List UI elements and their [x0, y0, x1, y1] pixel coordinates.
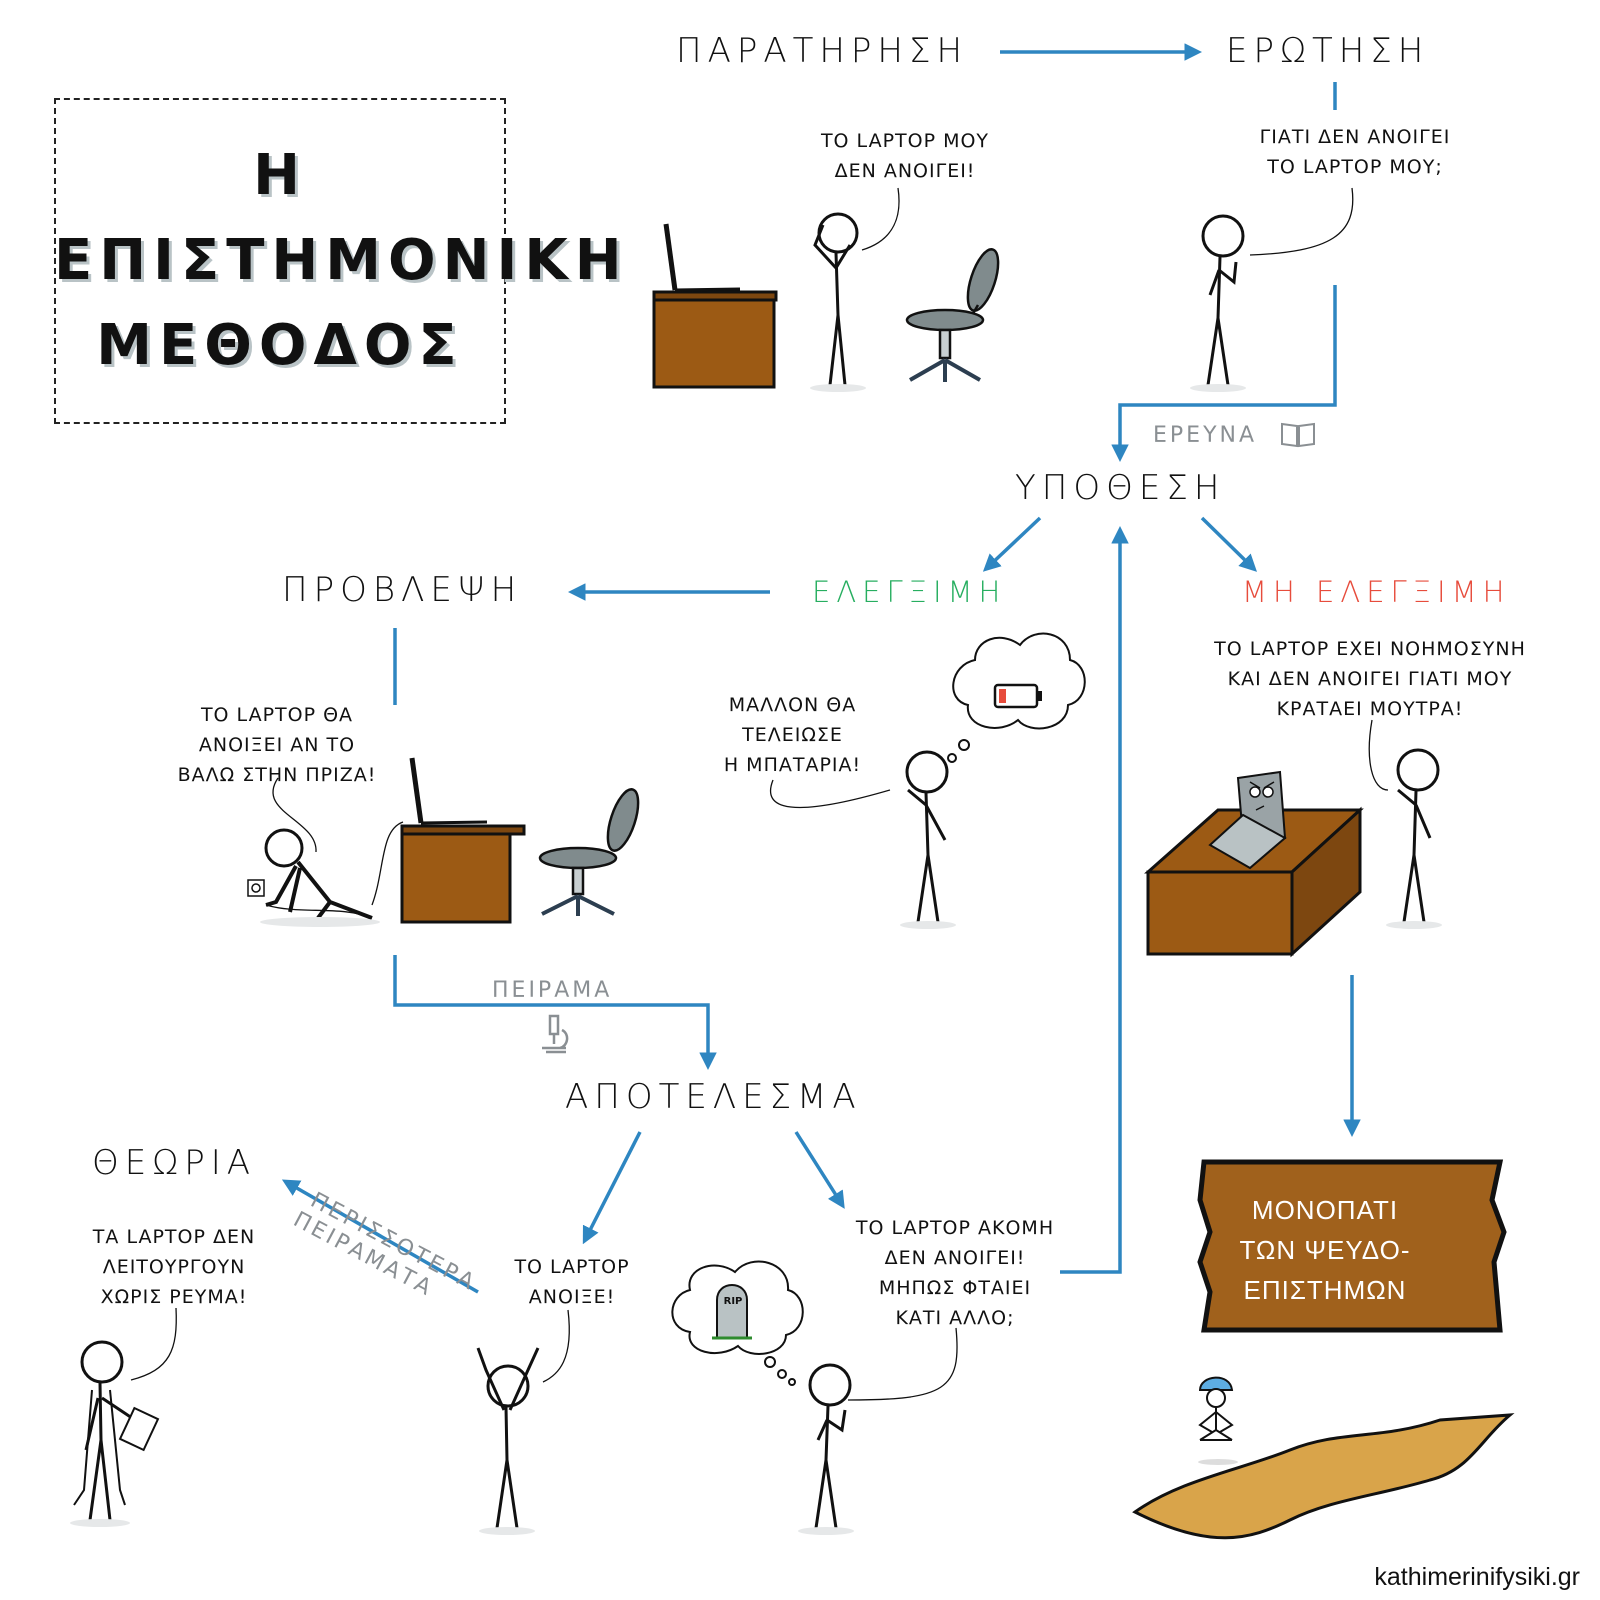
- thought-cloud: [938, 632, 1086, 772]
- speech-line: ΤΟ LAPTOP: [514, 1256, 630, 1278]
- arrow-failure-hypothesis: [1060, 526, 1129, 1274]
- pseudoscience-sign: [1197, 1159, 1507, 1333]
- testable-person: [905, 750, 949, 923]
- microscope-icon: [536, 1012, 572, 1056]
- speech-testable: ΜΑΛΛΟΝ ΘΑ ΤΕΛΕΙΩΣΕ Η ΜΠΑΤΑΡΙΑ!: [700, 690, 885, 780]
- failure-person: [808, 1363, 852, 1529]
- speech-line: ΤΟ LAPTOP ΘΑ: [200, 704, 354, 726]
- speech-line: ΤΟ LAPTOP ΜΟΥ: [820, 130, 990, 152]
- stage-observation: ΠΑΡΑΤΗΡΗΣΗ: [676, 31, 969, 71]
- branch-untestable: ΜΗ ΕΛΕΓΞΙΜΗ: [1242, 575, 1511, 609]
- speech-line: ΓΙΑΤΙ ΔΕΝ ΑΝΟΙΓΕΙ: [1259, 126, 1451, 148]
- speech-line: ΚΡΑΤΑΕΙ ΜΟΥΤΡΑ!: [1276, 698, 1464, 720]
- angry-laptop-desk: [1144, 770, 1364, 958]
- arrow-result-success: [582, 1131, 642, 1245]
- site-credit: kathimerinifysiki.gr: [1374, 1563, 1580, 1591]
- flow-arrows: [281, 43, 1361, 1294]
- arrow-hypothesis-testable: [982, 516, 1042, 572]
- speech-line: ΜΗΠΩΣ ΦΤΑΙΕΙ: [878, 1277, 1032, 1299]
- speech-prediction: ΤΟ LAPTOP ΘΑ ΑΝΟΙΞΕΙ ΑΝ ΤΟ ΒΑΛΩ ΣΤΗΝ ΠΡΙ…: [142, 700, 412, 790]
- sign-line: ΤΩΝ ΨΕΥΔΟ-: [1239, 1235, 1411, 1265]
- speech-line: ΚΑΙ ΔΕΝ ΑΝΟΙΓΕΙ ΓΙΑΤΙ ΜΟΥ: [1227, 668, 1513, 690]
- speech-line: ΤΑ LAPTOP ΔΕΝ: [92, 1226, 256, 1248]
- speech-line: ΚΑΤΙ ΑΛΛΟ;: [895, 1307, 1015, 1329]
- speech-line: ΤΟ LAPTOP ΜΟΥ;: [1267, 156, 1443, 178]
- arrow-question-hypothesis: [1111, 285, 1337, 462]
- speech-line: ΒΑΛΩ ΣΤΗΝ ΠΡΙΖΑ!: [177, 764, 377, 786]
- prediction-desk: [400, 757, 526, 924]
- speech-observation: ΤΟ LAPTOP ΜΟΥ ΔΕΝ ΑΝΟΙΓΕΙ!: [770, 126, 1040, 186]
- title-line-2: ΕΠΙΣΤΗΜΟΝΙΚΗ: [54, 228, 629, 293]
- step-experiment: ΠΕΙΡΑΜΑ: [492, 978, 613, 1003]
- office-chair: [905, 248, 1000, 382]
- clipboard-icon: [118, 1406, 160, 1452]
- speech-line: ΜΑΛΛΟΝ ΘΑ: [728, 694, 857, 716]
- prediction-chair: [538, 788, 640, 916]
- speech-line: ΤΟ LAPTOP ΕΧΕΙ ΝΟΗΜΟΣΥΝΗ: [1214, 638, 1526, 660]
- speech-question: ΓΙΑΤΙ ΔΕΝ ΑΝΟΙΓΕΙ ΤΟ LAPTOP ΜΟΥ;: [1205, 122, 1505, 182]
- title-line-3: ΜΕΘΟΔΟΣ: [96, 313, 464, 378]
- step-research: ΕΡΕΥΝΑ: [1153, 423, 1258, 448]
- power-cable: [371, 821, 404, 906]
- question-person: [1201, 214, 1245, 386]
- book-icon: [1280, 420, 1316, 448]
- speech-line: ΛΕΙΤΟΥΡΓΟΥΝ: [102, 1256, 246, 1278]
- tombstone-icon: [712, 1284, 752, 1340]
- pseudoscience-sign-text: ΜΟΝΟΠΑΤΙ ΤΩΝ ΨΕΥΔΟ- ΕΠΙΣΤΗΜΩΝ: [1200, 1190, 1450, 1310]
- speech-line: ΧΩΡΙΣ ΡΕΥΜΑ!: [100, 1286, 248, 1308]
- meditating-guru: [1198, 1376, 1238, 1465]
- kneeling-person: [264, 828, 373, 920]
- speech-untestable: ΤΟ LAPTOP ΕΧΕΙ ΝΟΗΜΟΣΥΝΗ ΚΑΙ ΔΕΝ ΑΝΟΙΓΕΙ…: [1180, 634, 1560, 724]
- speech-theory: ΤΑ LAPTOP ΔΕΝ ΛΕΙΤΟΥΡΓΟΥΝ ΧΩΡΙΣ ΡΕΥΜΑ!: [64, 1222, 284, 1312]
- stage-hypothesis: ΥΠΟΘΕΣΗ: [1015, 468, 1226, 508]
- speech-line: ΤΕΛΕΙΩΣΕ: [742, 724, 843, 746]
- untestable-person: [1396, 748, 1440, 923]
- speech-line: ΑΝΟΙΞΕΙ ΑΝ ΤΟ: [198, 734, 356, 756]
- observation-desk: [652, 223, 778, 389]
- sign-line: ΕΠΙΣΤΗΜΩΝ: [1243, 1275, 1407, 1305]
- speech-success: ΤΟ LAPTOP ΑΝΟΙΞΕ!: [487, 1252, 657, 1312]
- speech-line: ΔΕΝ ΑΝΟΙΓΕΙ!: [884, 1247, 1026, 1269]
- pseudoscience-path: [1132, 1413, 1515, 1540]
- stage-theory: ΘΕΩΡΙΑ: [92, 1143, 257, 1183]
- arrow-result-failure: [794, 1131, 845, 1209]
- ground-shadows: [70, 384, 1442, 1535]
- observation-person: [813, 212, 859, 386]
- arrow-success-theory: [281, 1179, 479, 1294]
- stage-result: ΑΠΟΤΕΛΕΣΜΑ: [565, 1077, 862, 1117]
- branch-testable: ΕΛΕΓΞΙΜΗ: [812, 575, 1007, 609]
- speech-failure: ΤΟ LAPTOP ΑΚΟΜΗ ΔΕΝ ΑΝΟΙΓΕΙ! ΜΗΠΩΣ ΦΤΑΙΕ…: [840, 1213, 1070, 1333]
- speech-line: Η ΜΠΑΤΑΡΙΑ!: [723, 754, 862, 776]
- cheering-person: [476, 1347, 540, 1529]
- speech-line: ΤΟ LAPTOP ΑΚΟΜΗ: [855, 1217, 1055, 1239]
- arrow-hypothesis-untestable: [1200, 516, 1257, 572]
- low-battery-icon: [993, 683, 1042, 709]
- speech-line: ΔΕΝ ΑΝΟΙΓΕΙ!: [834, 160, 976, 182]
- title-line-1: Η: [253, 143, 307, 208]
- sign-line: ΜΟΝΟΠΑΤΙ: [1251, 1195, 1399, 1225]
- stage-prediction: ΠΡΟΒΛΕΨΗ: [282, 570, 523, 610]
- speech-line: ΑΝΟΙΞΕ!: [528, 1286, 616, 1308]
- power-outlet-icon: [247, 879, 265, 897]
- speech-tails: [130, 187, 1389, 1401]
- stage-question: ΕΡΩΤΗΣΗ: [1226, 31, 1430, 71]
- arrow-prediction-result: [393, 955, 717, 1070]
- title-frame: [54, 98, 506, 424]
- tombstone-text: RIP: [723, 1296, 743, 1307]
